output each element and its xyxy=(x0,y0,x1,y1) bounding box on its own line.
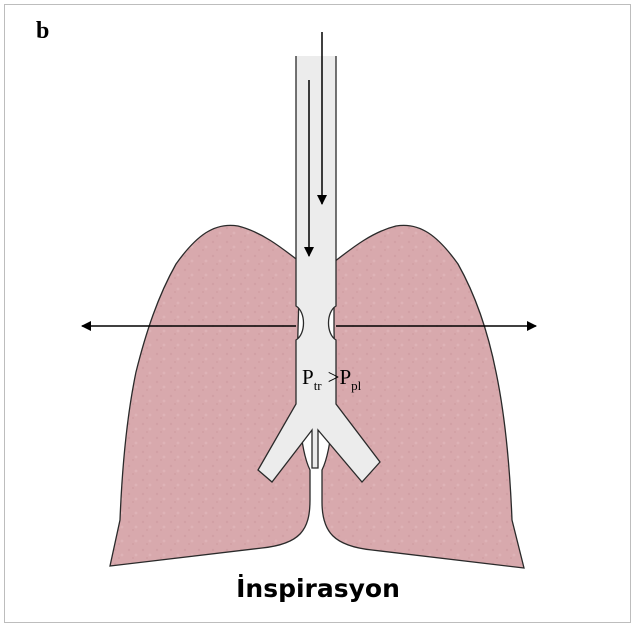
caption: İnspirasyon xyxy=(0,574,636,603)
right-lung xyxy=(322,225,524,568)
left-lung xyxy=(110,225,310,566)
